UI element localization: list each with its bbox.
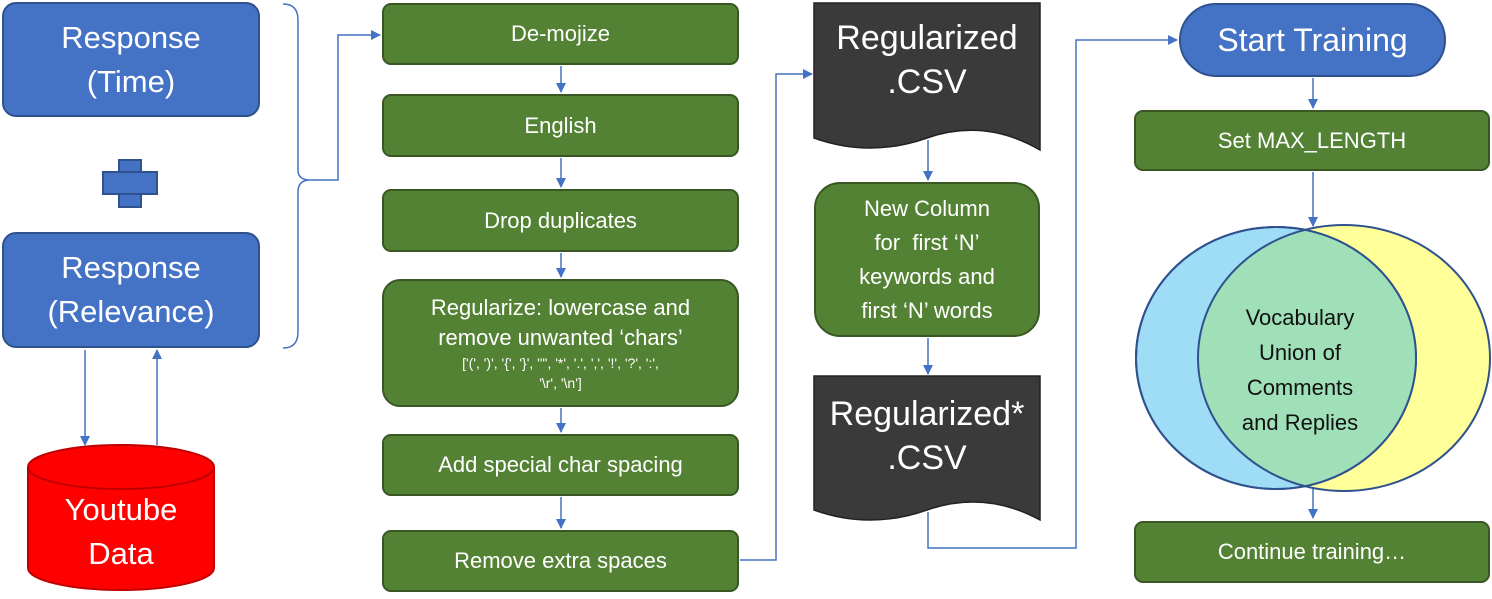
step-add-spacing: Add special char spacing: [382, 434, 739, 496]
response-time-box: Response (Time): [2, 2, 260, 117]
new-column-line1: New Column: [864, 195, 990, 221]
response-time-line2: (Time): [86, 63, 176, 99]
step-regularize: Regularize: lowercase and remove unwante…: [382, 279, 739, 407]
step-regularize-chars-line1: ['(', ')', '{', '}', '"', '*', '.', ',',…: [462, 355, 659, 371]
vocabulary-union-label: Vocabulary Union of Comments and Replies: [1200, 300, 1400, 440]
response-relevance-line1: Response: [61, 250, 201, 285]
regularized-csv-line2: .CSV: [887, 63, 967, 101]
set-max-length-label: Set MAX_LENGTH: [1217, 127, 1407, 153]
new-column-line4: first ‘N’ words: [861, 297, 993, 323]
youtube-data-label: Youtube Data: [28, 488, 214, 576]
response-relevance-line2: (Relevance): [47, 294, 215, 329]
vocab-line2: Union of: [1259, 340, 1341, 365]
set-max-length-box: Set MAX_LENGTH: [1134, 110, 1490, 171]
youtube-data-line2: Data: [88, 536, 154, 571]
step-drop-duplicates: Drop duplicates: [382, 189, 739, 252]
regularized-star-csv-doc: [813, 375, 1041, 522]
response-time-line1: Response: [61, 19, 201, 55]
step-regularize-line2: remove unwanted ‘chars’: [438, 325, 683, 350]
start-training-label: Start Training: [1217, 21, 1408, 58]
continue-training-label: Continue training…: [1217, 539, 1407, 564]
vocab-line1: Vocabulary: [1245, 305, 1355, 330]
new-column-line3: keywords and: [859, 263, 995, 289]
step-english: English: [382, 94, 739, 157]
start-training-terminator: Start Training: [1179, 3, 1446, 77]
grouping-bracket: [282, 3, 311, 349]
connector-csv2-to-start: [927, 35, 1178, 549]
step-remove-spaces-label: Remove extra spaces: [454, 548, 667, 573]
step-regularize-line1: Regularize: lowercase and: [430, 295, 691, 320]
new-column-box: New Column for first ‘N’ keywords and fi…: [814, 182, 1040, 337]
new-column-line2: for first ‘N’: [874, 229, 980, 255]
plus-icon: [102, 159, 158, 208]
regularized-star-csv-line2: .CSV: [887, 439, 967, 477]
vocabulary-venn: [1135, 224, 1491, 492]
regularized-csv-line1: Regularized: [836, 19, 1018, 57]
regularized-csv-doc: [813, 2, 1041, 152]
vocab-line3: Comments: [1246, 375, 1354, 400]
response-relevance-box: Response (Relevance): [2, 232, 260, 348]
regularized-star-csv-line1: Regularized*: [829, 395, 1025, 433]
connector-remove-to-csv: [740, 69, 813, 561]
step-regularize-chars-line2: '\r', '\n']: [539, 375, 582, 391]
step-drop-duplicates-label: Drop duplicates: [484, 207, 637, 233]
vocab-line4: and Replies: [1241, 410, 1359, 435]
connector-bracket-to-demojize: [310, 30, 381, 181]
youtube-data-line1: Youtube: [64, 492, 178, 527]
step-demojize: De-mojize: [382, 3, 739, 65]
step-remove-spaces: Remove extra spaces: [382, 530, 739, 592]
regularized-csv-label: Regularized .CSV: [814, 16, 1040, 104]
step-english-label: English: [524, 112, 597, 138]
youtube-data-cylinder: [27, 444, 215, 591]
regularized-star-csv-label: Regularized* .CSV: [814, 392, 1040, 480]
continue-training-box: Continue training…: [1134, 521, 1490, 583]
step-add-spacing-label: Add special char spacing: [438, 452, 683, 477]
step-demojize-label: De-mojize: [510, 21, 611, 46]
